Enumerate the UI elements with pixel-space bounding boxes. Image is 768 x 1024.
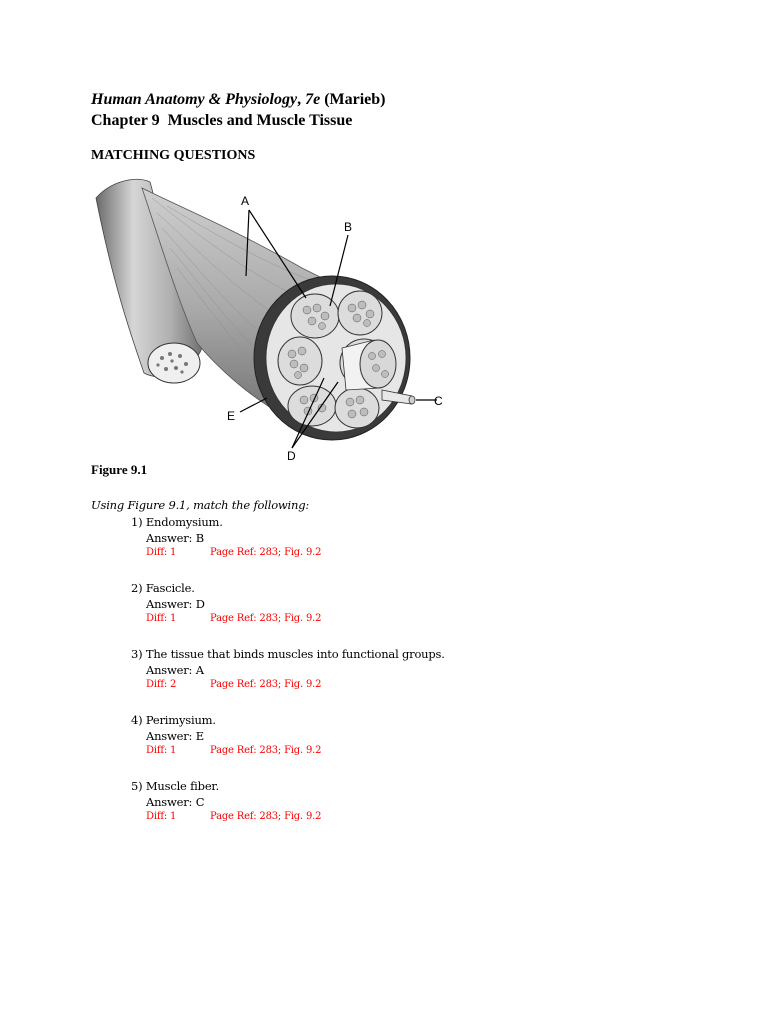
question-answer: Answer: B <box>146 531 204 545</box>
section-heading: MATCHING QUESTIONS <box>91 148 256 163</box>
edition: 7e <box>305 91 321 108</box>
instructions: Using Figure 9.1, match the following: <box>91 498 310 512</box>
question-answer: Answer: D <box>146 597 205 611</box>
leader-lines <box>239 209 437 449</box>
difficulty: Diff: 2 <box>146 679 177 690</box>
question-meta: Diff: 1 Page Ref: 283; Fig. 9.2 <box>146 547 321 558</box>
question-meta: Diff: 1 Page Ref: 283; Fig. 9.2 <box>146 613 321 624</box>
title-comma: , <box>297 91 306 108</box>
difficulty: Diff: 1 <box>146 547 177 558</box>
figure-label-d: D <box>287 449 296 463</box>
question-item: 4) Perimysium. Answer: E Diff: 1 Page Ref… <box>131 713 321 756</box>
chapter-title: Chapter 9 Muscles and Muscle Tissue <box>91 112 353 129</box>
figure-label-c: C <box>434 394 443 408</box>
question-meta: Diff: 1 Page Ref: 283; Fig. 9.2 <box>146 811 321 822</box>
question-answer: Answer: E <box>146 729 204 743</box>
question-prompt: 5) Muscle fiber. <box>131 779 219 793</box>
figure-label-a: A <box>241 194 249 208</box>
document-title: Human Anatomy & Physiology, 7e (Marieb) <box>91 91 386 109</box>
question-answer: Answer: A <box>146 663 204 677</box>
difficulty: Diff: 1 <box>146 613 177 624</box>
question-meta: Diff: 1 Page Ref: 283; Fig. 9.2 <box>146 745 321 756</box>
figure-label-e: E <box>227 409 235 423</box>
protruding-fiber <box>381 389 416 405</box>
question-prompt: 2) Fascicle. <box>131 581 195 595</box>
question-meta: Diff: 2 Page Ref: 283; Fig. 9.2 <box>146 679 445 690</box>
page-reference: Page Ref: 283; Fig. 9.2 <box>210 811 322 822</box>
question-item: 5) Muscle fiber. Answer: C Diff: 1 Page R… <box>131 779 321 822</box>
bone-cross-section <box>147 342 201 384</box>
protruding-fascicle <box>341 339 397 391</box>
figure-caption: Figure 9.1 <box>91 462 148 477</box>
page-reference: Page Ref: 283; Fig. 9.2 <box>210 613 322 624</box>
question-item: 2) Fascicle. Answer: D Diff: 1 Page Ref: … <box>131 581 321 624</box>
question-item: 3) The tissue that binds muscles into fu… <box>131 647 445 690</box>
muscle-fibers <box>287 300 375 419</box>
question-prompt: 1) Endomysium. <box>131 515 223 529</box>
difficulty: Diff: 1 <box>146 745 177 756</box>
bone-marrow-dots <box>156 352 188 374</box>
page-reference: Page Ref: 283; Fig. 9.2 <box>210 547 322 558</box>
page-reference: Page Ref: 283; Fig. 9.2 <box>210 745 322 756</box>
question-prompt: 4) Perimysium. <box>131 713 216 727</box>
question-answer: Answer: C <box>146 795 205 809</box>
page-reference: Page Ref: 283; Fig. 9.2 <box>210 679 322 690</box>
author: (Marieb) <box>324 91 386 108</box>
muscle-structure-figure: A B C D E <box>95 179 443 463</box>
question-prompt: 3) The tissue that binds muscles into fu… <box>131 647 445 661</box>
book-title: Human Anatomy & Physiology <box>91 91 298 108</box>
question-item: 1) Endomysium. Answer: B Diff: 1 Page Ref… <box>131 515 321 558</box>
figure-label-b: B <box>344 220 352 234</box>
difficulty: Diff: 1 <box>146 811 177 822</box>
